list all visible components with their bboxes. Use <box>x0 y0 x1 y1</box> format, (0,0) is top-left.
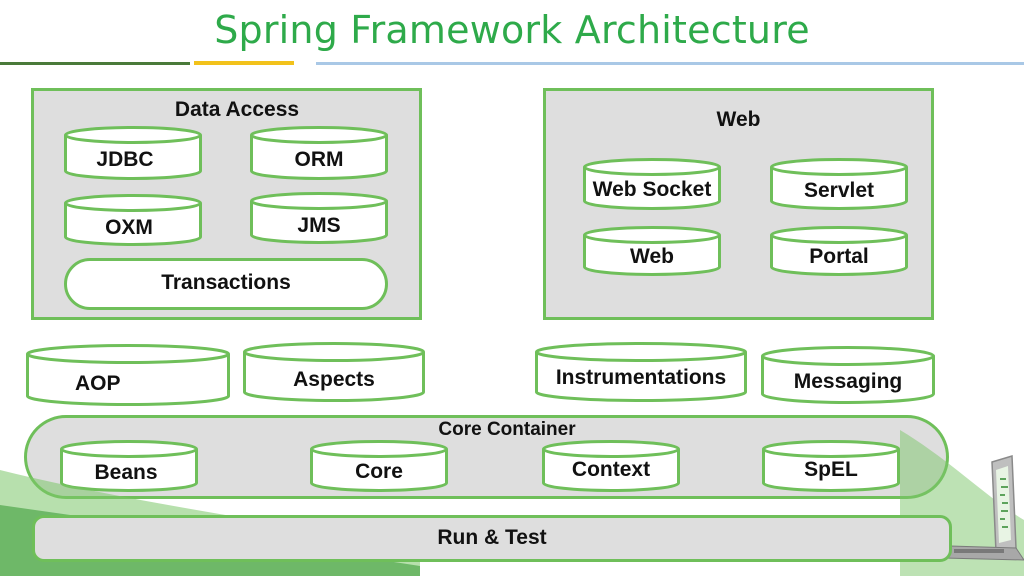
module-label: JDBC <box>96 148 154 171</box>
module-label: Messaging <box>793 370 903 393</box>
module-portal: Portal <box>770 226 908 276</box>
module-label: AOP <box>75 372 121 395</box>
title-rule-right <box>316 62 1024 65</box>
page-title: Spring Framework Architecture <box>214 8 810 52</box>
module-label: Core <box>355 460 403 483</box>
module-beans: Beans <box>60 440 198 492</box>
module-context: Context <box>542 440 680 492</box>
module-spel: SpEL <box>762 440 900 492</box>
module-orm: ORM <box>250 126 388 180</box>
module-jdbc: JDBC <box>64 126 202 180</box>
module-label: Servlet <box>803 179 875 202</box>
transactions-module: Transactions <box>64 258 388 310</box>
module-label: Beans <box>94 461 158 484</box>
title-rule-left <box>0 62 190 65</box>
module-label: SpEL <box>804 458 858 481</box>
module-instrumentations: Instrumentations <box>535 342 747 402</box>
module-oxm: OXM <box>64 194 202 246</box>
run-test-bar: Run & Test <box>32 515 952 562</box>
module-aop: AOP <box>26 344 230 406</box>
module-label: Context <box>571 458 651 481</box>
core-container-label: Core Container <box>438 419 576 440</box>
module-label: OXM <box>105 216 153 239</box>
module-aspects: Aspects <box>243 342 425 402</box>
module-label: Portal <box>809 245 869 268</box>
module-web-socket: Web Socket <box>583 158 721 210</box>
module-web: Web <box>583 226 721 276</box>
module-label: Instrumentations <box>555 366 727 389</box>
module-label: Web Socket <box>592 178 712 201</box>
title-rule-accent <box>194 61 294 65</box>
web-label: Web <box>716 108 761 131</box>
module-servlet: Servlet <box>770 158 908 210</box>
data-access-label: Data Access <box>174 98 300 121</box>
module-label: Web <box>630 245 674 268</box>
module-label: ORM <box>294 148 344 171</box>
module-core: Core <box>310 440 448 492</box>
module-jms: JMS <box>250 192 388 244</box>
module-messaging: Messaging <box>761 346 935 404</box>
module-label: JMS <box>297 214 341 237</box>
module-label: Aspects <box>293 368 375 391</box>
